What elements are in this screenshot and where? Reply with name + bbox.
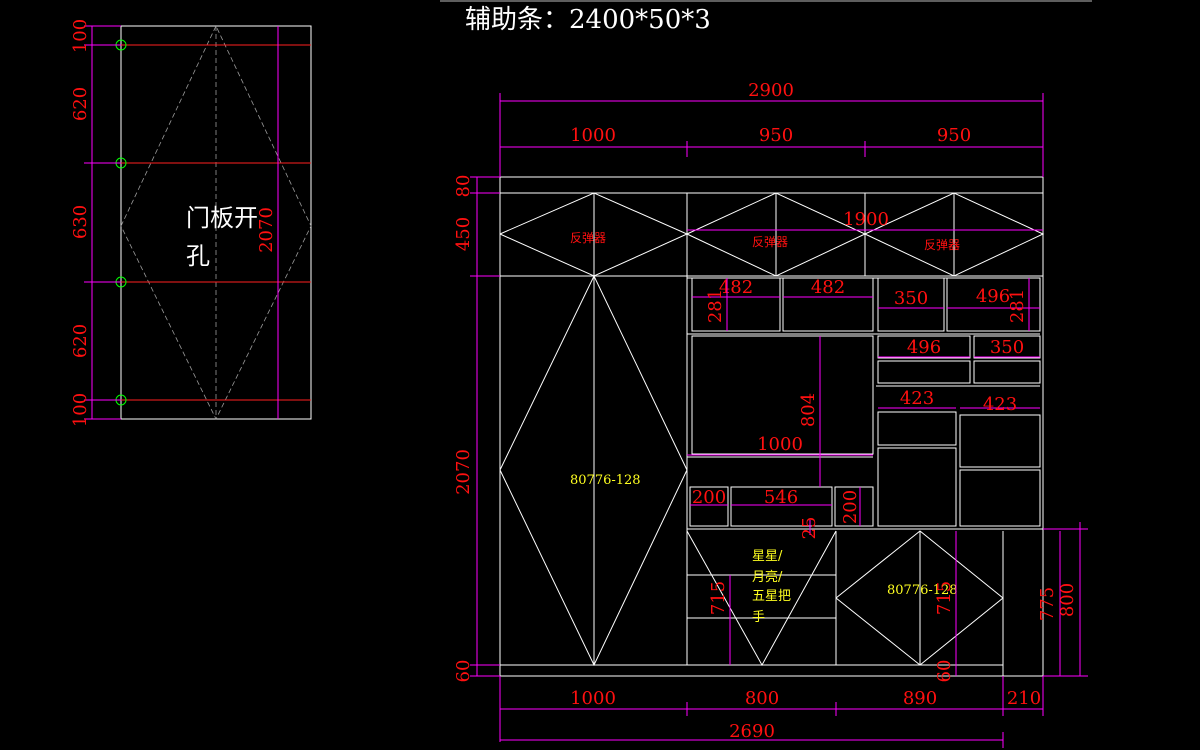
interior-dimensions: 482 482 350 496 281 281 496 350 423 423 …	[687, 277, 1040, 539]
wardrobe-outline	[499, 176, 1044, 677]
handle-note-2: 月亮/	[752, 569, 783, 585]
dim-350-a: 350	[894, 288, 928, 309]
note-rebound-1: 反弹器	[570, 231, 606, 245]
dim-left-60: 60	[453, 660, 474, 683]
dim-281-right: 281	[1007, 289, 1028, 323]
door-dim-630: 630	[70, 205, 91, 239]
drawing-title: 辅助条：2400*50*3	[465, 5, 711, 35]
dim-350-b: 350	[990, 337, 1024, 358]
door-dim-620-top: 620	[70, 87, 91, 121]
door-dim-100-bottom: 100	[70, 393, 91, 427]
bottom-dimensions: 1000 800 890 210 2690	[499, 676, 1044, 748]
dim-left-80: 80	[453, 175, 474, 198]
dim-804: 804	[798, 393, 819, 427]
dim-423-a: 423	[900, 388, 934, 409]
note-rebound-3: 反弹器	[924, 238, 960, 252]
dim-482-b: 482	[811, 277, 845, 298]
dim-right-800: 800	[1057, 583, 1078, 617]
dim-top-1000: 1000	[570, 125, 616, 146]
left-tall-door: 80776-128	[499, 274, 688, 667]
dim-1000-shelf: 1000	[757, 434, 803, 455]
dim-715-left: 715	[708, 581, 729, 615]
dim-423-b: 423	[983, 394, 1017, 415]
handle-code-left: 80776-128	[570, 473, 641, 488]
handle-note-1: 星星/	[752, 549, 783, 564]
left-dimensions: 80 450 2070 60	[453, 175, 500, 683]
dim-left-450: 450	[453, 217, 474, 251]
dim-200-drawer: 200	[692, 487, 726, 508]
handle-note-4: 手	[752, 610, 765, 625]
handle-note-3: 五星把	[752, 589, 791, 604]
dim-281-left: 281	[705, 289, 726, 323]
dim-25: 25	[799, 517, 820, 540]
dim-bottom-210: 210	[1007, 688, 1041, 709]
door-label-line2: 孔	[186, 242, 210, 270]
door-height-2070: 2070	[256, 207, 277, 253]
dim-200-vertical: 200	[840, 490, 861, 524]
dim-bottom-800: 800	[745, 688, 779, 709]
handle-code-right: 80776-128	[887, 583, 958, 598]
door-dim-620-bottom: 620	[70, 324, 91, 358]
dim-1900: 1900	[843, 209, 889, 230]
dim-546-drawer: 546	[764, 487, 798, 508]
dim-bottom-1000: 1000	[570, 688, 616, 709]
lower-dimensions: 715 715 60	[708, 531, 957, 683]
interior-shelves	[687, 277, 1043, 530]
dim-top-950-b: 950	[937, 125, 971, 146]
door-label-line1: 门板开	[186, 204, 258, 232]
dim-right-775: 775	[1037, 587, 1058, 621]
top-dimensions: 2900 1000 950 950	[499, 80, 1044, 177]
note-rebound-2: 反弹器	[752, 235, 788, 249]
dim-top-950-a: 950	[759, 125, 793, 146]
dim-496-a: 496	[976, 286, 1010, 307]
dim-496-b: 496	[907, 337, 941, 358]
door-dim-100-top: 100	[70, 19, 91, 53]
right-dimensions: 775 800	[1037, 522, 1088, 677]
dim-bottom-890: 890	[903, 688, 937, 709]
dim-60-base: 60	[934, 660, 955, 683]
dim-total-2900: 2900	[748, 80, 794, 101]
dim-left-2070: 2070	[453, 449, 474, 495]
upper-doors: 1900 反弹器 反弹器 反弹器	[499, 192, 1045, 277]
dim-715-right: 715	[934, 581, 955, 615]
lower-doors: 星星/ 月亮/ 五星把 手 80776-128	[686, 530, 1004, 676]
door-panel: 100 620 630 620 100 2070 门板开 孔	[70, 19, 312, 427]
dim-bottom-2690: 2690	[729, 721, 775, 742]
